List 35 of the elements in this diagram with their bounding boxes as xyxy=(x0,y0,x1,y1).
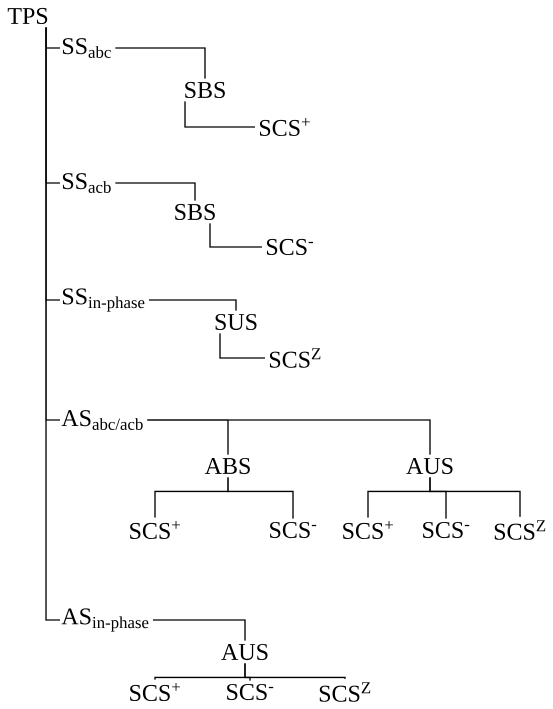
connector-line xyxy=(219,333,265,359)
connector-line xyxy=(45,27,60,621)
node-label: SCS$^{-}$ xyxy=(266,238,314,256)
connector-line xyxy=(429,477,521,517)
node-label: SUS xyxy=(216,314,257,330)
node-label: SCS$^{Z}$ xyxy=(320,682,370,702)
connector-line xyxy=(209,223,262,248)
node-label: SBS xyxy=(185,82,225,98)
node-label: SCS$^{-}$ xyxy=(270,522,316,538)
node-label: ABS xyxy=(204,458,250,474)
connector-line xyxy=(244,663,346,679)
connector-line xyxy=(148,299,237,311)
node-label: SCS$^{Z}$ xyxy=(270,348,320,368)
node-label: SCS$^{-}$ xyxy=(227,684,274,700)
node-label: SCS$^{Z}$ xyxy=(494,520,546,540)
node-label: SCS$^{+}$ xyxy=(343,520,393,540)
node-label: SCS$^{+}$ xyxy=(260,118,310,136)
node-label: TPS xyxy=(8,8,48,24)
node-label: SS$_{abc}$ xyxy=(62,38,111,58)
node-label: SS$_{in-phase}$ xyxy=(62,288,144,312)
node-label: AS$_{abc/acb}$ xyxy=(62,410,143,430)
node-label: SCS$^{-}$ xyxy=(423,522,470,538)
node-label: AS$_{in-phase}$ xyxy=(62,608,148,632)
node-label: SCS$^{+}$ xyxy=(130,682,180,702)
node-label: SS$_{acb}$ xyxy=(62,173,111,193)
connector-line xyxy=(184,101,255,128)
connector-line xyxy=(147,419,431,455)
node-label: SCS$^{+}$ xyxy=(130,520,180,540)
node-label: SBS xyxy=(175,204,215,220)
connector-line xyxy=(115,47,206,79)
connector-line xyxy=(227,477,294,519)
connector-line xyxy=(115,182,196,201)
node-label: AUS xyxy=(221,644,268,660)
node-label: AUS xyxy=(406,458,453,474)
connector-line xyxy=(152,619,246,641)
